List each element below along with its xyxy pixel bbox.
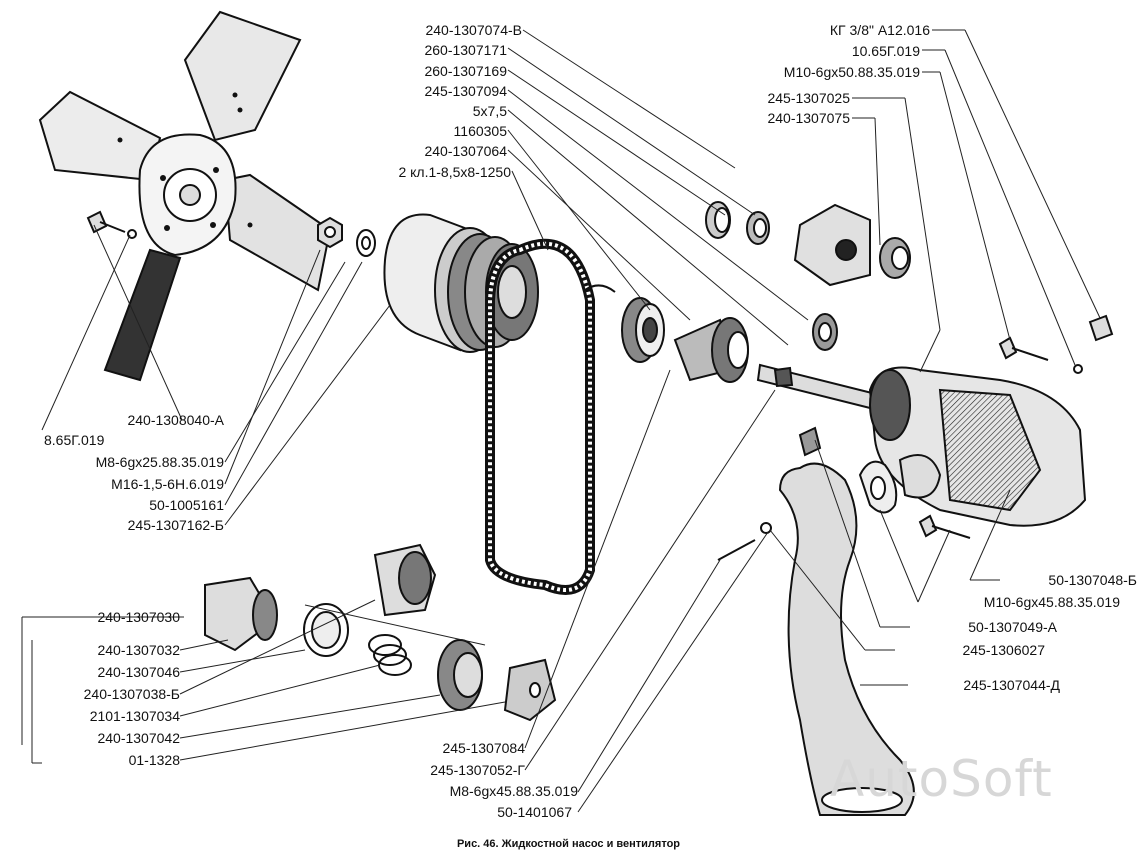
label-part: 8.65Г.019 bbox=[44, 432, 105, 448]
label-part: 245-1307084 bbox=[442, 740, 525, 756]
label-part: 5х7,5 bbox=[472, 103, 507, 119]
label-part: М10-6gх45.88.35.019 bbox=[983, 594, 1120, 610]
label-part: 01-1328 bbox=[128, 752, 180, 768]
pulley-hub bbox=[383, 213, 539, 353]
fan-blade-right bbox=[223, 173, 332, 292]
label-part: 50-1401067 bbox=[497, 804, 572, 820]
label-part: М8-6gх25.88.35.019 bbox=[95, 454, 224, 470]
leader-lines bbox=[21, 29, 1101, 813]
label-part: 240-1307075 bbox=[767, 110, 850, 126]
label-part: 1160305 bbox=[453, 123, 507, 139]
label-part: 260-1307169 bbox=[424, 63, 507, 79]
label-part: 50-1005161 bbox=[149, 497, 224, 513]
top-seal-parts bbox=[705, 201, 911, 287]
label-part: 245-1307044-Д bbox=[963, 677, 1060, 693]
bearings bbox=[621, 297, 749, 383]
watermark: AutoSoft bbox=[830, 750, 1053, 808]
label-part: 240-1307030 bbox=[97, 609, 180, 625]
label-part: М8-6gх45.88.35.019 bbox=[449, 783, 578, 799]
label-part: 245-1307052-Г bbox=[430, 762, 525, 778]
label-part: 2 кл.1-8,5х8-1250 bbox=[398, 164, 511, 180]
fan-fasteners bbox=[86, 210, 376, 257]
label-part: 240-1307032 bbox=[97, 642, 180, 658]
label-part: КГ 3/8" А12.016 bbox=[829, 22, 930, 38]
tensioner-parts bbox=[204, 543, 557, 722]
label-part: 240-1308040-А bbox=[127, 412, 224, 428]
label-part: 2101-1307034 bbox=[89, 708, 180, 724]
pump-housing bbox=[868, 366, 1087, 527]
drive-belt bbox=[485, 238, 616, 595]
outlet-pipe bbox=[717, 426, 915, 816]
fan-blade-bottom bbox=[103, 248, 182, 382]
label-part: 245-1307094 bbox=[424, 83, 507, 99]
fan-assembly bbox=[38, 10, 332, 382]
pump-shaft bbox=[756, 313, 882, 412]
label-part: 245-1307162-Б bbox=[127, 517, 224, 533]
label-part: М10-6gх50.88.35.019 bbox=[783, 64, 920, 80]
figure-caption: Рис. 46. Жидкостной насос и вентилятор bbox=[456, 838, 681, 850]
label-part: 240-1307038-Б bbox=[83, 686, 180, 702]
gasket bbox=[858, 460, 898, 514]
label-part: М16-1,5-6Н.6.019 bbox=[111, 476, 224, 492]
label-part: 50-1307049-А bbox=[968, 619, 1057, 635]
label-part: 240-1307042 bbox=[97, 730, 180, 746]
pump-bolts bbox=[918, 314, 1114, 539]
label-part: 240-1307064 bbox=[424, 143, 507, 159]
fan-blade-top bbox=[183, 10, 302, 142]
label-part: 260-1307171 bbox=[424, 42, 507, 58]
label-part: 10.65Г.019 bbox=[851, 43, 920, 59]
label-part: 245-1307025 bbox=[767, 90, 850, 106]
label-part: 240-1307046 bbox=[97, 664, 180, 680]
label-part: 245-1306027 bbox=[962, 642, 1045, 658]
label-part: 50-1307048-Б bbox=[1048, 572, 1137, 588]
label-part: 240-1307074-В bbox=[425, 22, 522, 38]
